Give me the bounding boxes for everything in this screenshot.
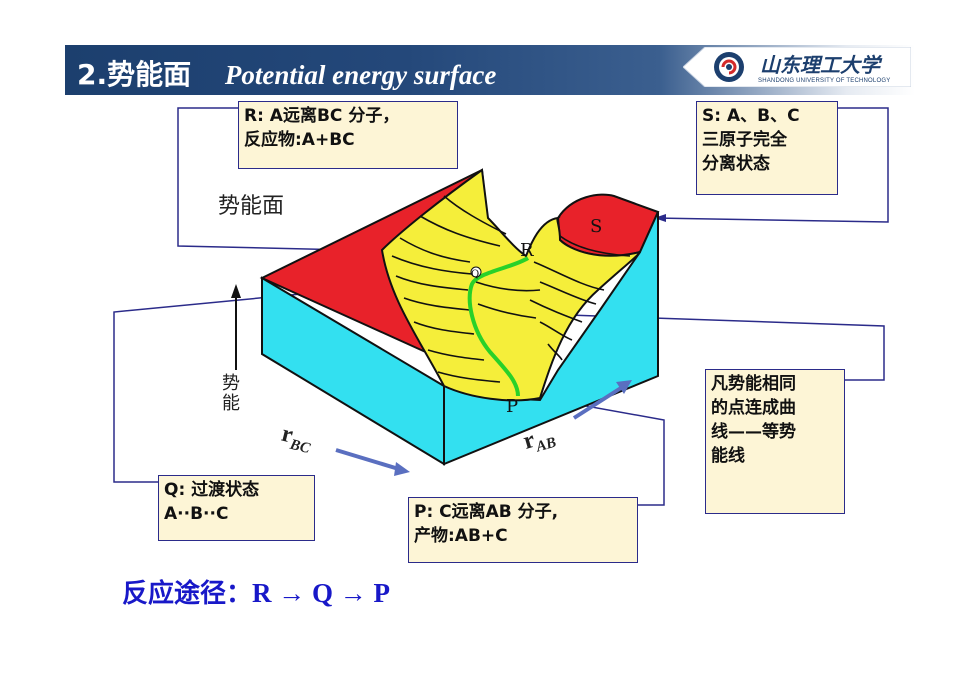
rbc-arrow (335, 448, 403, 472)
callout-line: 分离状态 (702, 154, 770, 174)
logo-subtitle: SHANDONG UNIVERSITY OF TECHNOLOGY (758, 78, 891, 84)
title-english: Potential energy surface (224, 60, 497, 90)
title-chinese: 2.势能面 (77, 58, 192, 91)
callout-product: P: C远离AB 分子, 产物:AB+C (408, 497, 638, 563)
leader-line-e (539, 313, 885, 381)
callout-line: 产物:AB+C (414, 526, 508, 546)
callout-line: 线——等势 (711, 422, 796, 442)
pathway-label: 反应途径： (122, 579, 253, 609)
callout-line: 三原子完全 (702, 130, 787, 150)
reaction-pathway: 反应途径：R → Q → P (122, 573, 390, 610)
callout-reactant: R: A远离BC 分子， 反应物:A+BC (238, 101, 458, 169)
leader-line-s (653, 107, 889, 223)
rbc-subscript: BC (288, 436, 312, 458)
rab-arrow (572, 384, 626, 420)
callout-line: R: A远离BC 分子， (244, 106, 400, 126)
callout-line: Q: 过渡状态 (164, 480, 260, 500)
reaction-path (467, 256, 530, 397)
point-label-p: P (506, 396, 518, 417)
point-label-r: R (520, 240, 534, 261)
callout-line: S: A、B、C (702, 106, 800, 126)
energy-axis-label: 势能 (222, 373, 240, 414)
university-logo (683, 47, 911, 87)
point-label-q: Q (471, 269, 479, 280)
callout-line: 能线 (711, 446, 745, 466)
point-label-s: S (590, 216, 602, 237)
callout-line: 的点连成曲 (711, 398, 796, 418)
callout-line: P: C远离AB 分子, (414, 502, 559, 522)
yellow-surface (380, 168, 642, 402)
callout-line: 反应物:A+BC (244, 130, 355, 150)
callout-line: A··B··C (164, 504, 229, 524)
surface-label: 势能面 (218, 194, 285, 219)
pathway-formula: R → Q → P (252, 578, 391, 608)
page-title: 2.势能面 Potential energy surface (77, 53, 496, 93)
logo-name: 山东理工大学 (760, 53, 880, 77)
callout-line: 凡势能相同 (711, 374, 796, 394)
callout-equipotential: 凡势能相同 的点连成曲 线——等势 能线 (705, 369, 845, 514)
callout-transition-state: Q: 过渡状态 A··B··C (158, 475, 315, 541)
callout-separated: S: A、B、C 三原子完全 分离状态 (696, 101, 838, 195)
